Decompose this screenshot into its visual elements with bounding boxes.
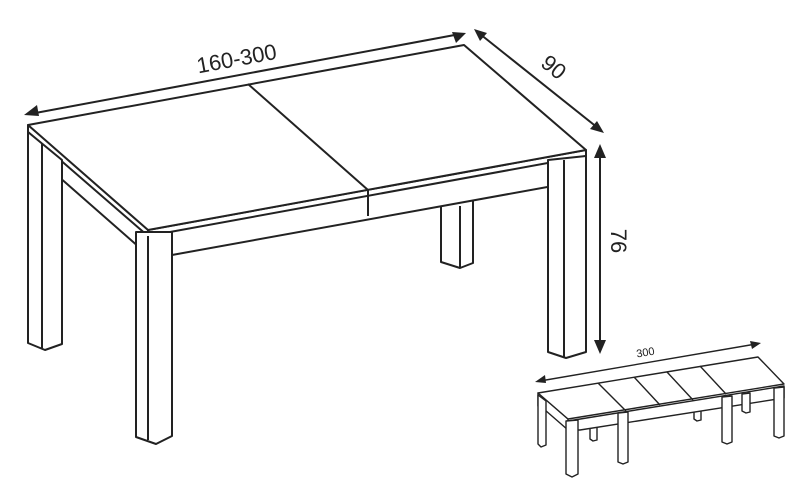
main-table [27, 44, 587, 445]
extended-table-top [537, 356, 785, 420]
back-left-leg [27, 131, 63, 351]
front-left-leg [135, 231, 173, 445]
front-right-leg [547, 155, 587, 359]
extended-table [537, 356, 785, 478]
length-label: 160-300 [195, 39, 279, 78]
extension-joint [247, 83, 369, 191]
height-label: 76 [606, 229, 631, 253]
extended-length-label: 300 [635, 346, 655, 361]
height-dimension: 76 [594, 144, 631, 354]
depth-label: 90 [536, 50, 571, 85]
extended-length-dimension: 300 [535, 341, 761, 383]
